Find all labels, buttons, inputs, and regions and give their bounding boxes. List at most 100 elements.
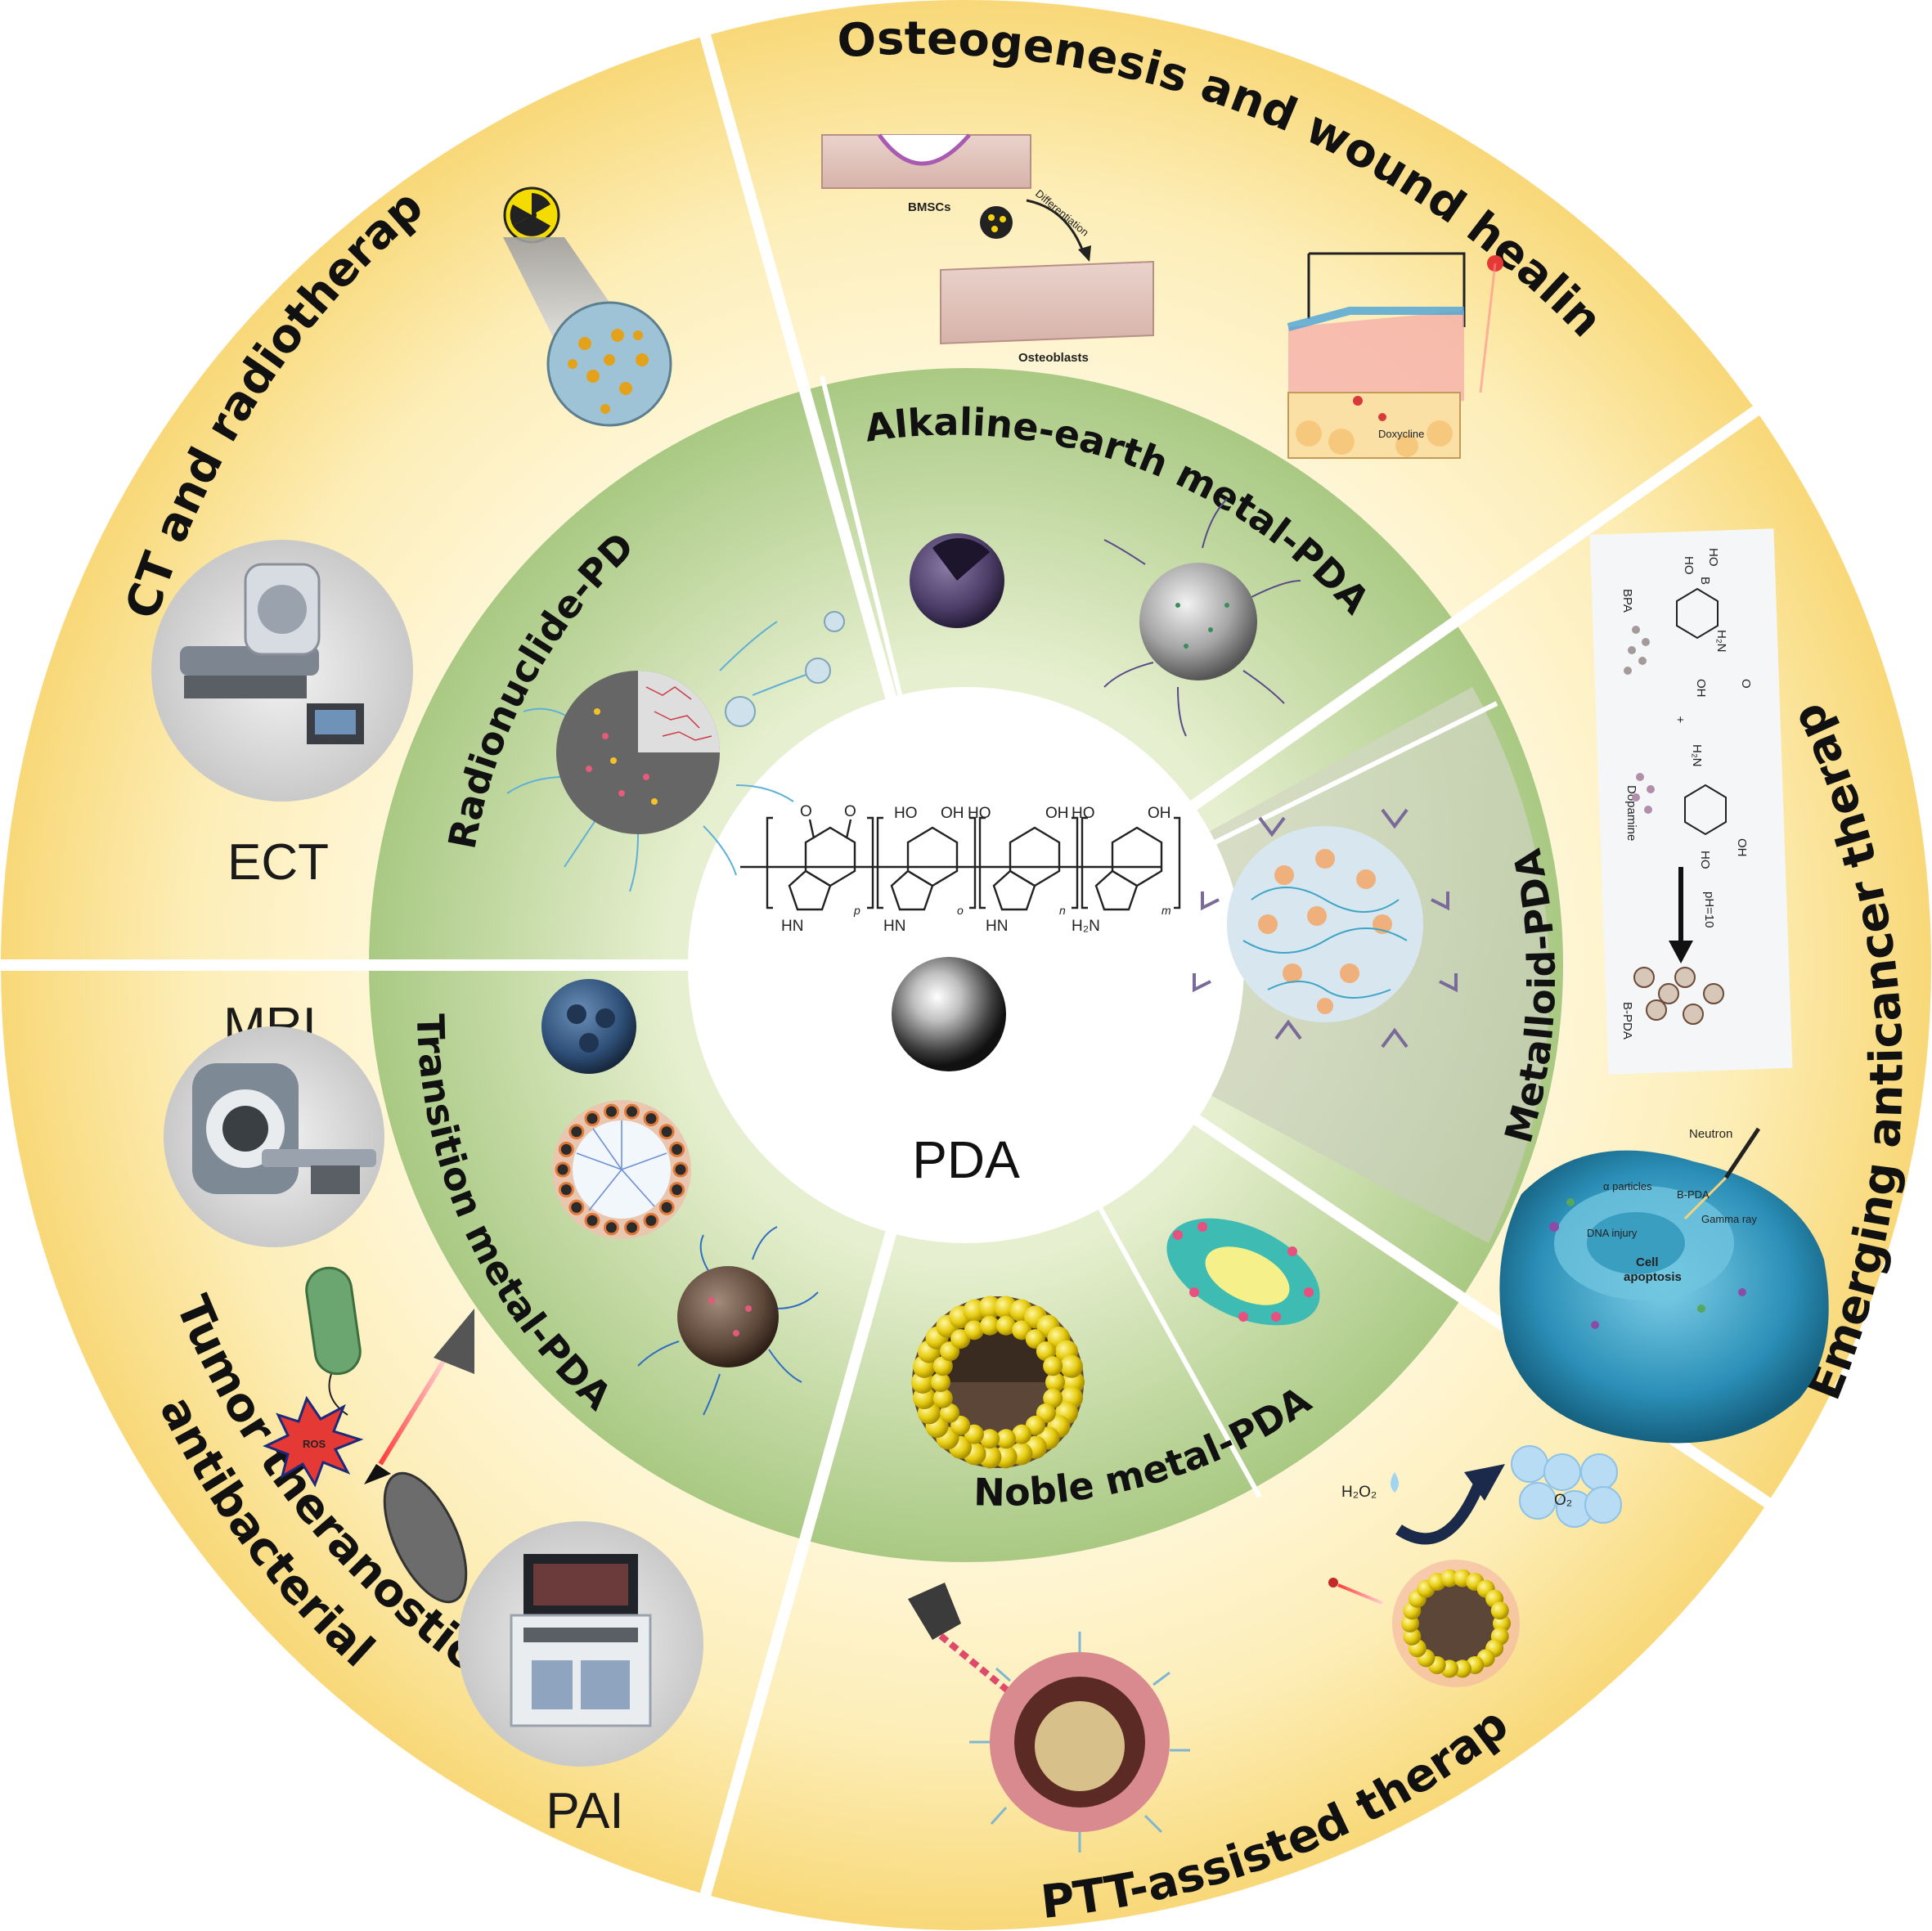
chem-amine-1: HN [781, 918, 803, 935]
micelle-bead [669, 1141, 685, 1157]
micelle-bead [624, 1219, 640, 1236]
chem-group-1: O [800, 803, 812, 820]
tumor-arrow [364, 1309, 474, 1484]
bnct-nh2b: H₂N [1690, 744, 1704, 767]
micelle-bead [624, 1103, 640, 1120]
bnct-o-a: O [1739, 679, 1753, 689]
chem-group-6: OH [1045, 805, 1069, 822]
bnct-b: B [1698, 577, 1712, 585]
chem-amine-4: H₂N [1072, 918, 1100, 935]
bacterium-grey [383, 1471, 468, 1604]
chem-group-7: HO [1072, 805, 1095, 822]
differentiation-arrow [1026, 199, 1085, 254]
ptt-laser-small [1328, 1578, 1383, 1605]
bnct-bpda2: B-PDA [1677, 1188, 1710, 1201]
ptt-gold-shell [1392, 1560, 1520, 1687]
osteoblasts-label: Osteoblasts [1018, 351, 1089, 365]
bnct-ho-b: HO [1698, 851, 1712, 869]
alkaline-grey-sphere [1103, 498, 1301, 737]
micelle-bead [558, 1182, 574, 1198]
chem-labels: O O HO OH HO OH HO OH HN HN HN H₂N p o n… [781, 803, 1171, 935]
gold-bead [1036, 1341, 1056, 1362]
gold-bead [995, 1429, 1016, 1449]
ect-label: ECT [227, 834, 329, 891]
gold-bead [980, 1429, 1000, 1449]
center-label: PDA [912, 1130, 1020, 1189]
micelle-bead [669, 1182, 685, 1198]
bacterium-green [305, 1266, 362, 1416]
ptt-h2o2-o2: H₂O₂ O₂ [1341, 1445, 1622, 1545]
chem-group-3: HO [894, 805, 918, 822]
bnct-ph: pH=10 [1702, 891, 1716, 928]
noble-capsule [1166, 1218, 1320, 1326]
chem-group-2: O [844, 803, 856, 820]
gold-bead [1490, 1601, 1509, 1620]
pai-machine-photo [458, 1521, 703, 1767]
bnct-cell-illustration: Neutron α particles B-PDA Gamma ray DNA … [1499, 1127, 1829, 1444]
alkaline-purple-sphere [910, 533, 1004, 628]
wound-healing-panel: Doxycline [1287, 252, 1503, 459]
micelle-bead [672, 1161, 689, 1178]
bnct-apop1: Cell [1636, 1255, 1659, 1269]
chem-sub-p: p [853, 904, 860, 917]
micelle-bead [584, 1212, 600, 1228]
bnct-bpda: B-PDA [1620, 1002, 1634, 1040]
bnct-ho2: HO [1682, 556, 1696, 575]
mri-machine-photo [164, 1026, 384, 1247]
ct-nanoparticle [546, 301, 672, 427]
pda-sphere [892, 957, 1006, 1071]
bnct-gamma: Gamma ray [1701, 1213, 1757, 1225]
bnct-nh2a: H₂N [1714, 630, 1728, 653]
bnct-bpa: BPA [1620, 589, 1634, 613]
gold-bead [994, 1445, 1018, 1469]
chem-amine-2: HN [883, 918, 905, 935]
gold-bead [1012, 1424, 1032, 1444]
micelle-bead [558, 1141, 574, 1157]
gold-bead [1059, 1354, 1083, 1378]
gold-bead [932, 1356, 953, 1376]
gold-bead [995, 1315, 1016, 1336]
radiation-icon [503, 186, 560, 244]
micelle-bead [643, 1212, 659, 1228]
ect-machine-photo [151, 540, 413, 802]
ptt-o2: O₂ [1554, 1492, 1572, 1509]
micelle-bead [555, 1161, 571, 1178]
ptt-liposome [969, 1632, 1190, 1852]
chem-sub-m: m [1161, 904, 1171, 917]
gold-bead [1043, 1388, 1063, 1408]
bmscs-label: BMSCs [908, 200, 951, 214]
micelle-bead [603, 1219, 619, 1236]
gold-bead [1045, 1372, 1065, 1392]
bnct-oh-b: OH [1735, 838, 1749, 857]
gold-bead [980, 1315, 1000, 1336]
bnct-dna: DNA injury [1587, 1227, 1638, 1239]
bnct-neutron: Neutron [1689, 1127, 1732, 1141]
pai-label: PAI [546, 1783, 623, 1839]
chem-amine-3: HN [986, 918, 1008, 935]
bone-tissue-bottom [940, 260, 1154, 345]
metalloid-particle [1193, 808, 1458, 1049]
bnct-plus: + [1677, 713, 1684, 727]
chem-sub-o: o [957, 904, 964, 917]
gold-bead [964, 1320, 984, 1340]
transition-micelle [552, 1100, 691, 1239]
bnct-alpha: α particles [1603, 1180, 1652, 1192]
micelle-bead [643, 1111, 659, 1127]
bnct-apop2: apoptosis [1624, 1270, 1682, 1284]
radionuclide-particle [506, 611, 845, 892]
ros-label: ROS [303, 1438, 326, 1450]
bmsc-particle [980, 206, 1013, 239]
gold-bead [978, 1296, 1002, 1319]
transition-blue-sphere [541, 979, 636, 1074]
gold-bead [940, 1403, 960, 1423]
gold-bead [1453, 1659, 1471, 1678]
micelle-bead [658, 1124, 675, 1140]
micelle-bead [603, 1103, 619, 1120]
micelle-bead [568, 1124, 585, 1140]
micelle-bead [658, 1199, 675, 1215]
chem-sub-n: n [1059, 904, 1066, 917]
ptt-h2o2: H₂O₂ [1341, 1484, 1377, 1501]
bnct-oh-a: OH [1694, 679, 1708, 698]
